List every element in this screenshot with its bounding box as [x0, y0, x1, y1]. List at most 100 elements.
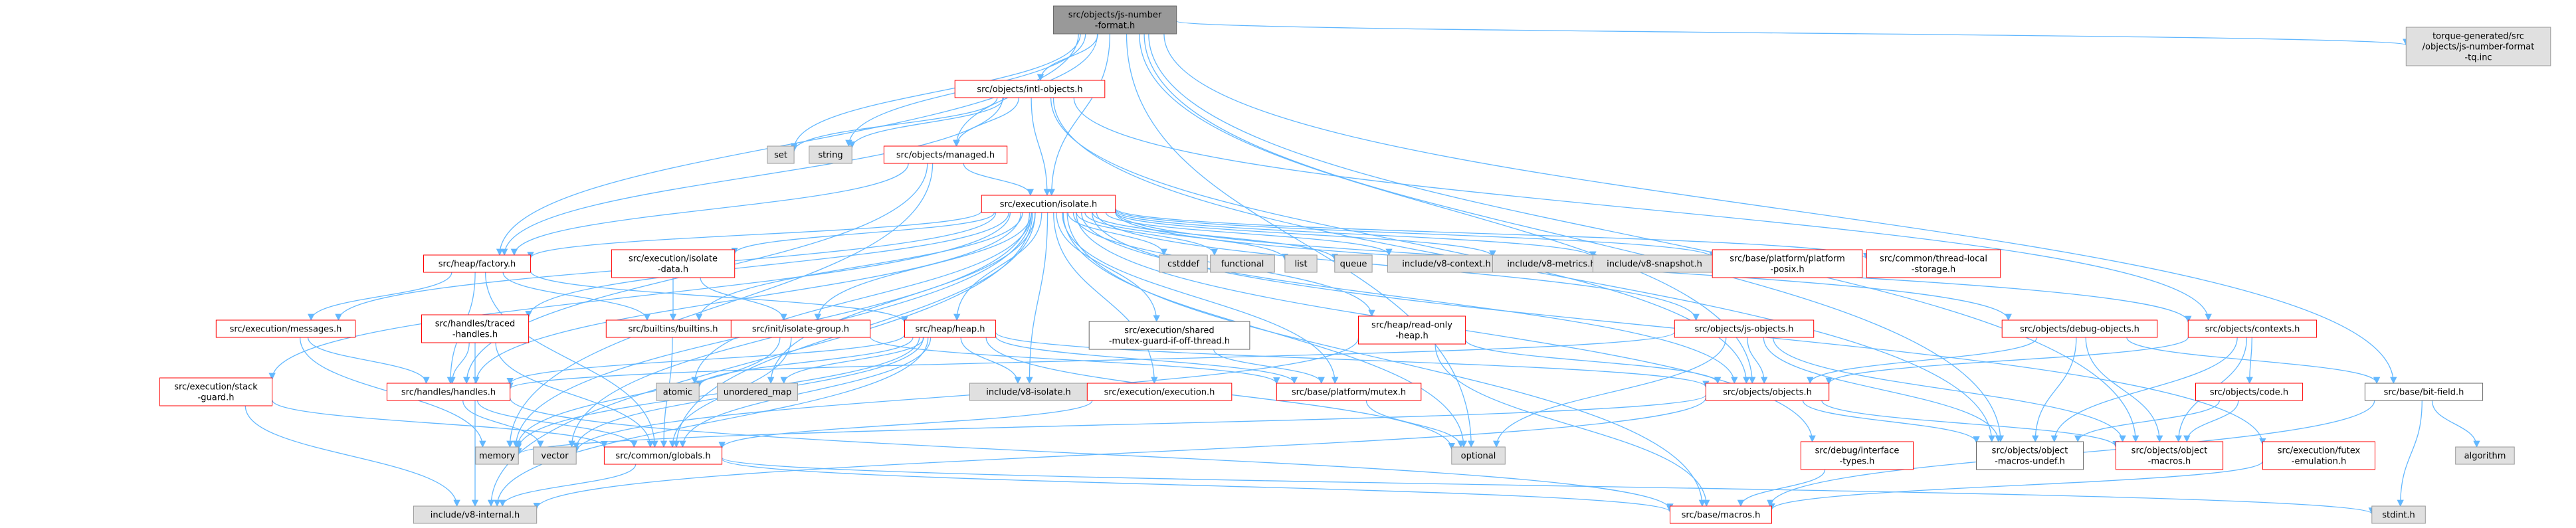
dependency-edge	[953, 97, 1019, 147]
graph-node-vector: vector	[533, 446, 577, 465]
node-label: src/objects/js-objects.h	[1694, 325, 1793, 335]
node-box	[533, 446, 577, 465]
graph-node-factory[interactable]: src/heap/factory.h	[423, 254, 532, 273]
node-label: src/objects/managed.h	[896, 151, 995, 161]
dependency-edge	[721, 458, 1674, 513]
graph-node-objects[interactable]: src/objects/objects.h	[1705, 383, 1830, 401]
graph-node-managed[interactable]: src/objects/managed.h	[883, 145, 1008, 164]
graph-node-tls[interactable]: src/common/thread-local-storage.h	[1866, 249, 2001, 278]
node-box	[2195, 383, 2304, 401]
graph-node-jsobj[interactable]: src/objects/js-objects.h	[1674, 319, 1815, 338]
dependency-edge	[790, 33, 1081, 150]
node-label: src/common/globals.h	[615, 452, 710, 462]
graph-node-futex[interactable]: src/execution/futex-emulation.h	[2262, 441, 2375, 470]
graph-node-debugobj[interactable]: src/objects/debug-objects.h	[2001, 319, 2158, 338]
dependency-edge	[500, 97, 1003, 256]
graph-node-isolate[interactable]: src/execution/isolate.h	[981, 195, 1116, 213]
dependency-edge	[448, 342, 470, 385]
node-label: atomic	[663, 388, 692, 398]
dependency-edge	[1073, 97, 2212, 321]
dependency-edge	[780, 337, 924, 385]
node-label: src/objects/js-number	[1068, 11, 1162, 21]
dependency-edge	[495, 342, 654, 448]
node-label: src/objects/object	[2131, 446, 2208, 456]
node-label: src/heap/heap.h	[915, 325, 985, 335]
node-label: -handles.h	[452, 330, 498, 340]
graph-node-mutex[interactable]: src/base/platform/mutex.h	[1276, 383, 1422, 401]
node-label: src/base/macros.h	[1682, 511, 1761, 521]
node-label: -guard.h	[198, 393, 235, 403]
node-label: vector	[541, 452, 569, 462]
dependency-edge	[271, 399, 608, 448]
graph-node-root: src/objects/js-number-format.h	[1052, 5, 1177, 35]
node-box	[413, 505, 538, 524]
node-label: set	[774, 151, 787, 161]
dependency-edge	[1048, 33, 1111, 197]
node-label: -emulation.h	[2292, 457, 2346, 467]
graph-node-om[interactable]: src/objects/object-macros.h	[2116, 441, 2224, 470]
dependency-edge	[506, 334, 906, 385]
node-label: -tq.inc	[2464, 53, 2492, 63]
dependency-edge	[2074, 400, 2220, 443]
node-label: list	[1294, 260, 1307, 270]
dependency-edge	[2050, 337, 2238, 443]
node-box	[475, 446, 519, 465]
node-box	[611, 249, 736, 278]
graph-node-memory: memory	[475, 446, 519, 465]
node-box	[1159, 254, 1208, 273]
node-label: src/execution/isolate.h	[1000, 200, 1097, 210]
graph-node-omu: src/objects/object-macros-undef.h	[1976, 441, 2084, 470]
graph-node-traced[interactable]: src/handles/traced-handles.h	[421, 314, 530, 343]
graph-node-messages[interactable]: src/execution/messages.h	[215, 319, 356, 338]
graph-node-dbgif[interactable]: src/debug/interface-types.h	[1800, 441, 1914, 470]
dependency-edge	[1768, 461, 2264, 511]
node-label: src/execution/isolate	[629, 254, 718, 264]
dependency-edge	[1115, 209, 1716, 258]
dependency-edge	[472, 212, 1022, 385]
node-box	[1705, 383, 1830, 401]
dependency-edge	[1092, 212, 1338, 261]
node-label: torque-generated/src	[2432, 32, 2524, 42]
graph-node-isogroup[interactable]: src/init/isolate-group.h	[730, 319, 871, 338]
node-box	[656, 383, 700, 401]
dependency-edge	[2183, 400, 2239, 443]
node-label: unordered_map	[724, 388, 792, 398]
node-box	[1674, 319, 1815, 338]
dependency-edge	[691, 212, 1033, 385]
dependency-edge	[506, 331, 1675, 390]
graph-node-exec[interactable]: src/execution/execution.h	[1086, 383, 1233, 401]
graph-node-handles[interactable]: src/handles/handles.h	[386, 383, 511, 401]
dependency-edge	[1464, 339, 1722, 385]
graph-node-code[interactable]: src/objects/code.h	[2195, 383, 2304, 401]
node-box	[2405, 27, 2551, 66]
dependency-edge	[530, 270, 908, 323]
node-label: -mutex-guard-if-off-thread.h	[1109, 337, 1230, 347]
dependency-edge	[1026, 212, 1048, 385]
dependency-edge	[718, 400, 1093, 449]
graph-node-isodata[interactable]: src/execution/isolate-data.h	[611, 249, 736, 278]
dependency-edge	[494, 337, 929, 507]
graph-node-builtins[interactable]: src/builtins/builtins.h	[605, 319, 741, 338]
dependency-edge	[1062, 212, 1339, 385]
node-box	[1088, 321, 1250, 350]
graph-node-macros[interactable]: src/base/macros.h	[1670, 505, 1772, 524]
graph-node-contexts[interactable]: src/objects/contexts.h	[2187, 319, 2318, 338]
dependency-edge	[2085, 337, 2163, 443]
node-label: src/base/bit-field.h	[2384, 388, 2464, 398]
dependency-edge	[1802, 400, 1980, 444]
graph-node-heap[interactable]: src/heap/heap.h	[904, 319, 996, 338]
dependency-edge	[1148, 33, 2139, 443]
node-box	[605, 319, 741, 338]
node-box	[809, 145, 852, 164]
node-box	[159, 377, 272, 406]
node-box	[2455, 446, 2515, 465]
graph-node-globals[interactable]: src/common/globals.h	[603, 446, 723, 465]
graph-node-intl[interactable]: src/objects/intl-objects.h	[954, 80, 1106, 98]
node-label: algorithm	[2464, 452, 2506, 462]
graph-node-stackg[interactable]: src/execution/stack-guard.h	[159, 377, 272, 406]
node-label: src/objects/object	[1992, 446, 2068, 456]
dependency-edge	[790, 97, 998, 152]
graph-node-posix[interactable]: src/base/platform/platform-posix.h	[1712, 249, 1863, 278]
dependency-edge	[307, 337, 430, 385]
graph-node-rohp[interactable]: src/heap/read-only-heap.h	[1358, 315, 1466, 345]
